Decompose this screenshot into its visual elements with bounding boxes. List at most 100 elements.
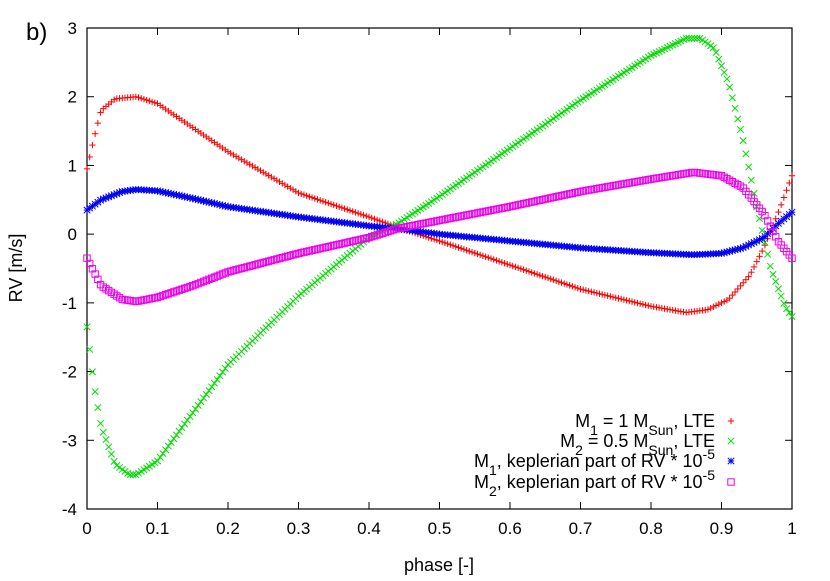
data-point	[319, 198, 327, 205]
data-point	[200, 394, 208, 402]
data-point	[528, 269, 535, 276]
data-point	[251, 164, 259, 171]
series-4	[83, 168, 796, 306]
data-point	[593, 289, 600, 297]
data-point	[634, 299, 641, 307]
data-point	[183, 416, 191, 424]
data-point	[83, 165, 91, 173]
data-point	[295, 189, 302, 197]
data-point	[615, 295, 622, 302]
data-point	[788, 254, 796, 262]
data-point	[376, 217, 384, 225]
data-point	[97, 419, 105, 427]
legend-marker	[727, 478, 735, 486]
data-point	[221, 364, 229, 372]
data-point	[731, 288, 739, 296]
data-point	[601, 291, 609, 299]
data-point	[729, 291, 736, 299]
data-point	[777, 292, 785, 300]
data-point	[745, 273, 752, 280]
data-point	[170, 435, 178, 443]
data-point	[460, 246, 468, 253]
data-point	[476, 251, 484, 259]
data-point	[558, 279, 565, 286]
data-point	[110, 457, 118, 465]
data-point	[531, 270, 538, 277]
data-point	[344, 206, 351, 213]
data-point	[487, 255, 495, 262]
y-tick-label: 3	[68, 19, 77, 38]
data-point	[495, 258, 503, 265]
legend-marker	[727, 417, 735, 425]
data-point	[645, 302, 652, 309]
data-point	[254, 165, 262, 173]
data-point	[709, 44, 717, 52]
data-point	[772, 278, 780, 286]
data-point	[191, 405, 200, 413]
data-point	[466, 247, 473, 255]
y-tick-label: -1	[62, 294, 77, 313]
data-point	[457, 245, 465, 252]
data-point	[216, 372, 224, 380]
data-point	[235, 154, 243, 162]
legend-label: M2, keplerian part of RV * 10-5	[474, 467, 715, 499]
data-point	[311, 195, 318, 202]
data-point	[148, 98, 156, 106]
data-point	[162, 446, 170, 454]
data-point	[314, 196, 321, 203]
data-point	[436, 237, 443, 245]
data-point	[94, 403, 102, 412]
data-point	[151, 99, 158, 106]
data-point	[736, 125, 745, 134]
data-point	[241, 158, 248, 165]
x-tick-label: 0.5	[428, 519, 452, 538]
data-point	[153, 457, 162, 465]
data-point	[265, 172, 272, 179]
data-point	[786, 179, 793, 187]
data-point	[577, 285, 584, 293]
data-point	[490, 256, 497, 263]
data-point	[742, 150, 750, 158]
data-point	[642, 301, 649, 309]
data-point	[533, 271, 541, 278]
data-point	[208, 383, 216, 391]
data-point	[97, 109, 104, 116]
data-point	[596, 290, 603, 297]
data-point	[102, 436, 110, 444]
data-point	[232, 153, 240, 160]
data-point	[202, 390, 210, 398]
data-point	[300, 191, 308, 198]
data-point	[609, 293, 617, 301]
data-point	[230, 151, 237, 159]
data-point	[704, 306, 712, 313]
data-point	[357, 210, 365, 218]
data-point	[86, 153, 93, 161]
data-point	[346, 207, 354, 214]
data-point	[227, 150, 234, 157]
data-point	[523, 267, 530, 274]
data-point	[747, 176, 755, 184]
data-point	[249, 162, 256, 170]
data-point	[498, 259, 506, 266]
data-point	[238, 156, 245, 163]
data-point	[620, 296, 628, 303]
data-point	[86, 345, 94, 353]
data-point	[728, 94, 736, 102]
data-point	[748, 269, 755, 276]
data-point	[504, 260, 511, 268]
data-point	[162, 189, 170, 197]
data-point	[506, 261, 514, 269]
data-point	[439, 238, 446, 246]
data-point	[563, 281, 571, 288]
data-point	[341, 205, 348, 212]
data-point	[135, 94, 142, 101]
data-point	[129, 471, 137, 479]
data-point	[726, 294, 733, 302]
data-point	[712, 302, 720, 309]
data-point	[99, 428, 107, 436]
y-tick-label: 2	[68, 88, 77, 107]
data-point	[281, 181, 289, 189]
data-point	[284, 183, 291, 190]
data-point	[631, 299, 638, 306]
